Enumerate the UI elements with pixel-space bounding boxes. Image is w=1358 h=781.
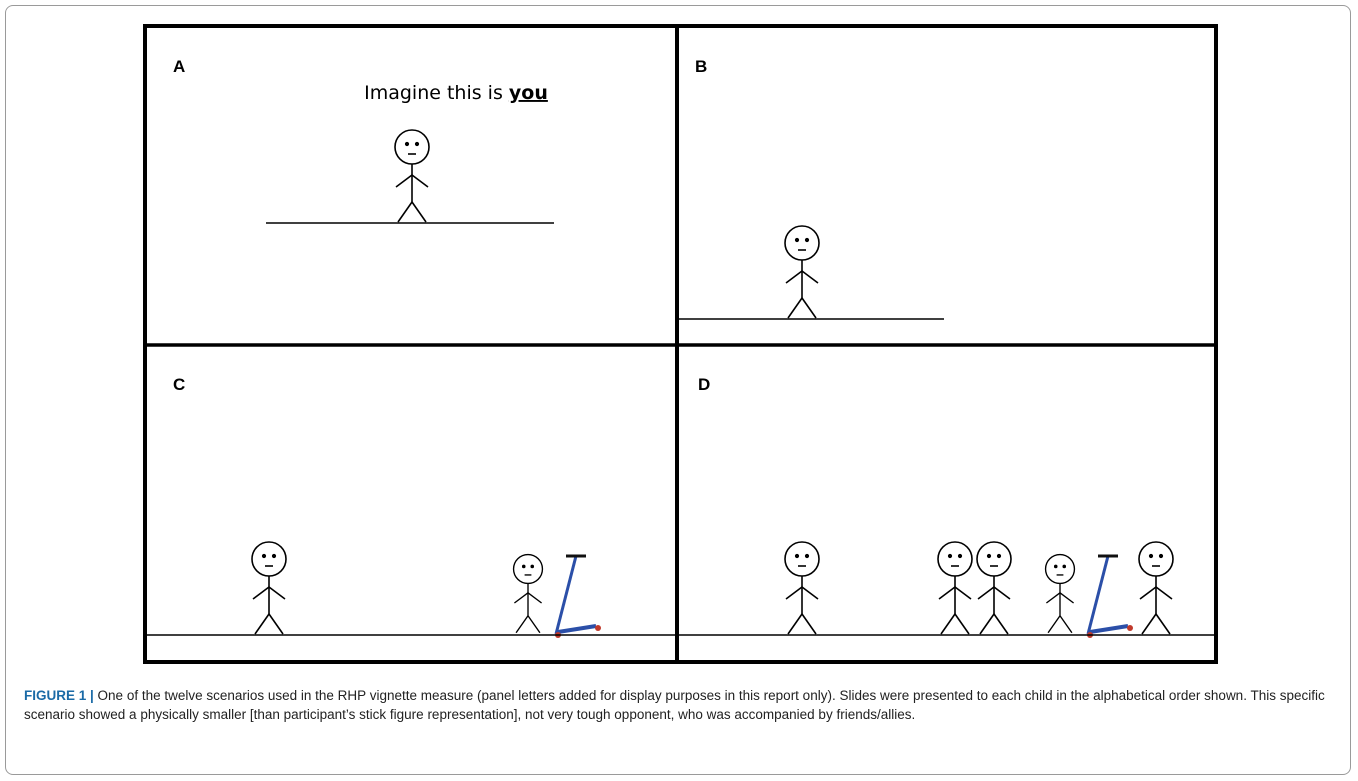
imagine-text: Imagine this is you (364, 82, 548, 104)
panel-letter-a: A (173, 57, 185, 76)
panel-letter-d: D (698, 375, 710, 394)
caption-text: One of the twelve scenarios used in the … (24, 688, 1325, 722)
scooter-c (553, 554, 603, 640)
stick-figure-you (394, 129, 430, 223)
stick-figure-ally-3 (1138, 541, 1174, 635)
panel-d: D (677, 375, 1216, 640)
stick-figure-participant-c (251, 541, 287, 635)
figure-frame (5, 5, 1351, 775)
panel-grid: A Imagine this is you B C D (143, 24, 1218, 664)
panel-b: B (679, 57, 944, 320)
imagine-text-you: you (509, 82, 548, 104)
figure-caption: FIGURE 1 | One of the twelve scenarios u… (24, 686, 1334, 724)
panel-letter-c: C (173, 375, 185, 394)
stick-figure-b (784, 225, 820, 319)
stick-figure-opponent-d (1044, 553, 1076, 634)
stick-figure-ally-1 (937, 541, 973, 635)
panel-letter-b: B (695, 57, 707, 76)
stick-figure-ally-2 (976, 541, 1012, 635)
caption-label: FIGURE 1 | (24, 688, 94, 703)
stick-figure-opponent-c (512, 553, 544, 634)
imagine-text-prefix: Imagine this is (364, 82, 509, 104)
scooter-d (1085, 554, 1135, 640)
panel-c: C (145, 375, 677, 640)
panel-a: A Imagine this is you (173, 57, 554, 224)
stick-figure-participant-d (784, 541, 820, 635)
